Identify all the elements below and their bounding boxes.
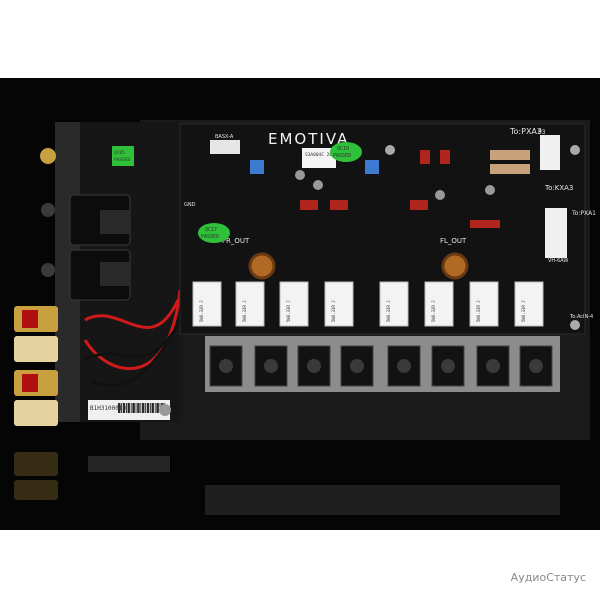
transistor-screw — [397, 359, 411, 373]
qc-sticker-2-line2: PASSED — [201, 234, 219, 240]
fr-out-label: FR_OUT — [222, 237, 250, 245]
barcode-bar — [154, 403, 156, 413]
barcode-bar — [153, 403, 154, 413]
mount-screw — [159, 404, 171, 416]
white-tag-text: S3A004C 20K — [305, 152, 335, 158]
model-label: BASX-A — [215, 134, 234, 140]
barcode-bar — [135, 403, 137, 413]
barcode-bar — [151, 403, 154, 413]
power-resistor — [192, 281, 222, 327]
barcode-bar — [146, 403, 149, 413]
power-resistor — [324, 281, 354, 327]
qc-sticker-3: QC05 PASSED — [112, 146, 134, 166]
brand-logo: EMOTIVA — [268, 130, 349, 148]
fl-out-label: FL_OUT — [440, 237, 467, 245]
barcode-bar — [137, 403, 139, 413]
barcode-bar — [138, 403, 140, 413]
barcode-bar — [156, 403, 158, 413]
xlr-connectors — [40, 148, 131, 301]
to-pxa3-label: To:PXA3 — [509, 127, 542, 136]
barcode-bar — [158, 403, 159, 413]
barcode-bar — [134, 403, 135, 413]
qc-sticker-3-line2: PASSED — [114, 157, 131, 163]
qc-sticker-2: QC17 PASSED — [198, 223, 230, 243]
qc-sticker-2-line1: QC17 — [205, 227, 217, 233]
power-resistor-label: 5W0.33R J — [331, 300, 336, 322]
watermark-text: АудиоСтатус — [510, 571, 586, 584]
transistor-screw — [486, 359, 500, 373]
power-resistors: 5W0.33R J 5W0.33R J 5W0.33R J 5W0.33R J 5W0.… — [192, 281, 544, 327]
barcode-bar — [124, 403, 126, 413]
speaker-wires — [83, 289, 182, 387]
power-resistor — [424, 281, 454, 327]
power-resistor-label: 5W0.33R J — [199, 300, 204, 322]
transistor-screw — [350, 359, 364, 373]
pcb-components — [210, 135, 580, 330]
power-resistor-label: 5W0.33R J — [476, 300, 481, 322]
speaker-terminals — [14, 306, 58, 426]
barcode-bar — [150, 403, 151, 413]
barcode-bar — [121, 403, 122, 413]
to-pxa1-label: To:PXA1 — [571, 210, 596, 217]
power-resistor-label: 5W0.33R J — [386, 300, 391, 322]
qc-sticker-1-line2: PASSED — [333, 153, 351, 159]
vh6aw-label: VH-6AW — [548, 258, 568, 264]
p3-label: P3 — [538, 129, 546, 136]
barcode-bar — [119, 403, 121, 413]
transistor-screw — [441, 359, 455, 373]
power-resistor — [235, 281, 265, 327]
output-transistors — [209, 345, 553, 387]
to-acin-label: To:AcIN-4 — [569, 314, 593, 320]
qc-sticker-1-line1: QC10 — [337, 146, 349, 152]
barcode-bar — [118, 403, 120, 413]
barcode-bar — [122, 403, 125, 413]
barcode-bar — [148, 403, 150, 413]
barcode-bar — [140, 403, 142, 413]
power-resistor-label: 5W0.33R J — [521, 300, 526, 322]
power-resistor-label: 5W0.33R J — [431, 300, 436, 322]
barcode-bar — [143, 403, 145, 413]
transistor-screw — [307, 359, 321, 373]
qc-sticker-1: QC10 PASSED — [330, 142, 362, 162]
to-kxa3-label: To:KXA3 — [544, 184, 573, 192]
barcode-bar — [142, 403, 144, 413]
power-resistor-label: 5W0.33R J — [242, 300, 247, 322]
power-resistor — [279, 281, 309, 327]
barcode-bar — [126, 403, 127, 413]
power-resistor — [469, 281, 499, 327]
barcode-bar — [127, 403, 130, 413]
transistor-screw — [529, 359, 543, 373]
reflection — [14, 452, 560, 515]
white-tag — [302, 148, 336, 168]
barcode-bar — [129, 403, 130, 413]
barcode-bar — [145, 403, 146, 413]
barcode-bar — [132, 403, 134, 413]
transistor-screw — [264, 359, 278, 373]
gnd-label: GND — [184, 202, 196, 208]
power-resistor-label: 5W0.33R J — [286, 300, 291, 322]
barcode-bar — [130, 403, 132, 413]
power-resistor — [514, 281, 544, 327]
power-resistor — [379, 281, 409, 327]
transistor-screw — [219, 359, 233, 373]
qc-sticker-3-line1: QC05 — [114, 150, 125, 156]
barcode-text: B1H3100010 — [90, 405, 127, 412]
